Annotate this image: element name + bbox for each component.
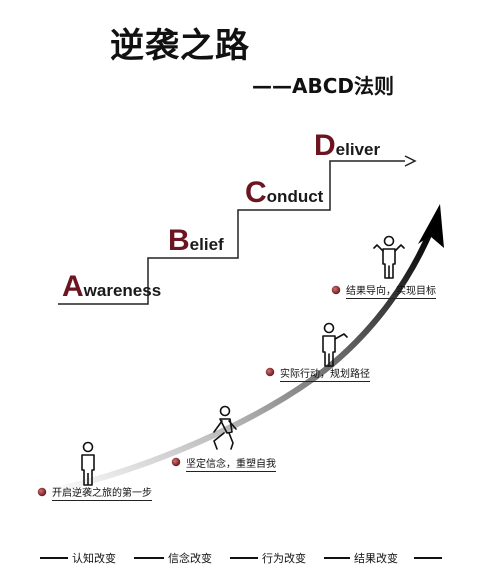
milestone-dot-2	[170, 456, 182, 468]
step-belief-rest: elief	[189, 235, 224, 254]
phase-result: 结果改变	[354, 552, 398, 565]
step-conduct-rest: onduct	[266, 187, 324, 206]
person-gesturing-icon	[322, 322, 348, 367]
milestone-label-3: 实际行动，规划路径	[280, 365, 370, 382]
step-awareness-rest: wareness	[83, 281, 162, 300]
step-belief: Belief	[168, 224, 224, 258]
step-deliver: Deliver	[314, 129, 380, 163]
staircase-line	[58, 160, 405, 305]
step-awareness: Awareness	[62, 270, 161, 304]
milestone-label-4: 结果导向，实现目标	[346, 282, 436, 299]
milestone-dot-1	[36, 486, 48, 498]
person-celebrating-icon	[373, 235, 405, 279]
step-awareness-initial: A	[62, 270, 84, 303]
step-conduct-initial: C	[245, 176, 267, 209]
step-conduct: Conduct	[245, 176, 323, 210]
phase-behavior: 行为改变	[262, 552, 306, 565]
step-deliver-initial: D	[314, 129, 336, 162]
phase-divider-3	[230, 557, 258, 559]
person-standing-icon	[81, 441, 95, 486]
person-walking-icon	[213, 405, 237, 450]
phase-divider-5	[414, 557, 442, 559]
milestone-label-1: 开启逆袭之旅的第一步	[52, 484, 152, 501]
phase-belief: 信念改变	[168, 552, 212, 565]
diagram-title: 逆袭之路	[110, 26, 250, 66]
staircase-arrowhead	[404, 155, 417, 167]
phase-divider-2	[134, 557, 164, 559]
step-belief-initial: B	[168, 224, 190, 257]
growth-curve-arrowhead	[418, 204, 444, 248]
diagram-subtitle: ——ABCD法则	[252, 74, 395, 98]
growth-curve	[39, 225, 435, 496]
milestone-dot-3	[264, 366, 276, 378]
milestone-dot-4	[330, 284, 342, 296]
phase-divider-4	[324, 557, 350, 559]
phase-divider-1	[40, 557, 68, 559]
step-deliver-rest: eliver	[335, 140, 381, 159]
phase-cognition: 认知改变	[72, 552, 116, 565]
milestone-label-2: 坚定信念，重塑自我	[186, 455, 276, 472]
